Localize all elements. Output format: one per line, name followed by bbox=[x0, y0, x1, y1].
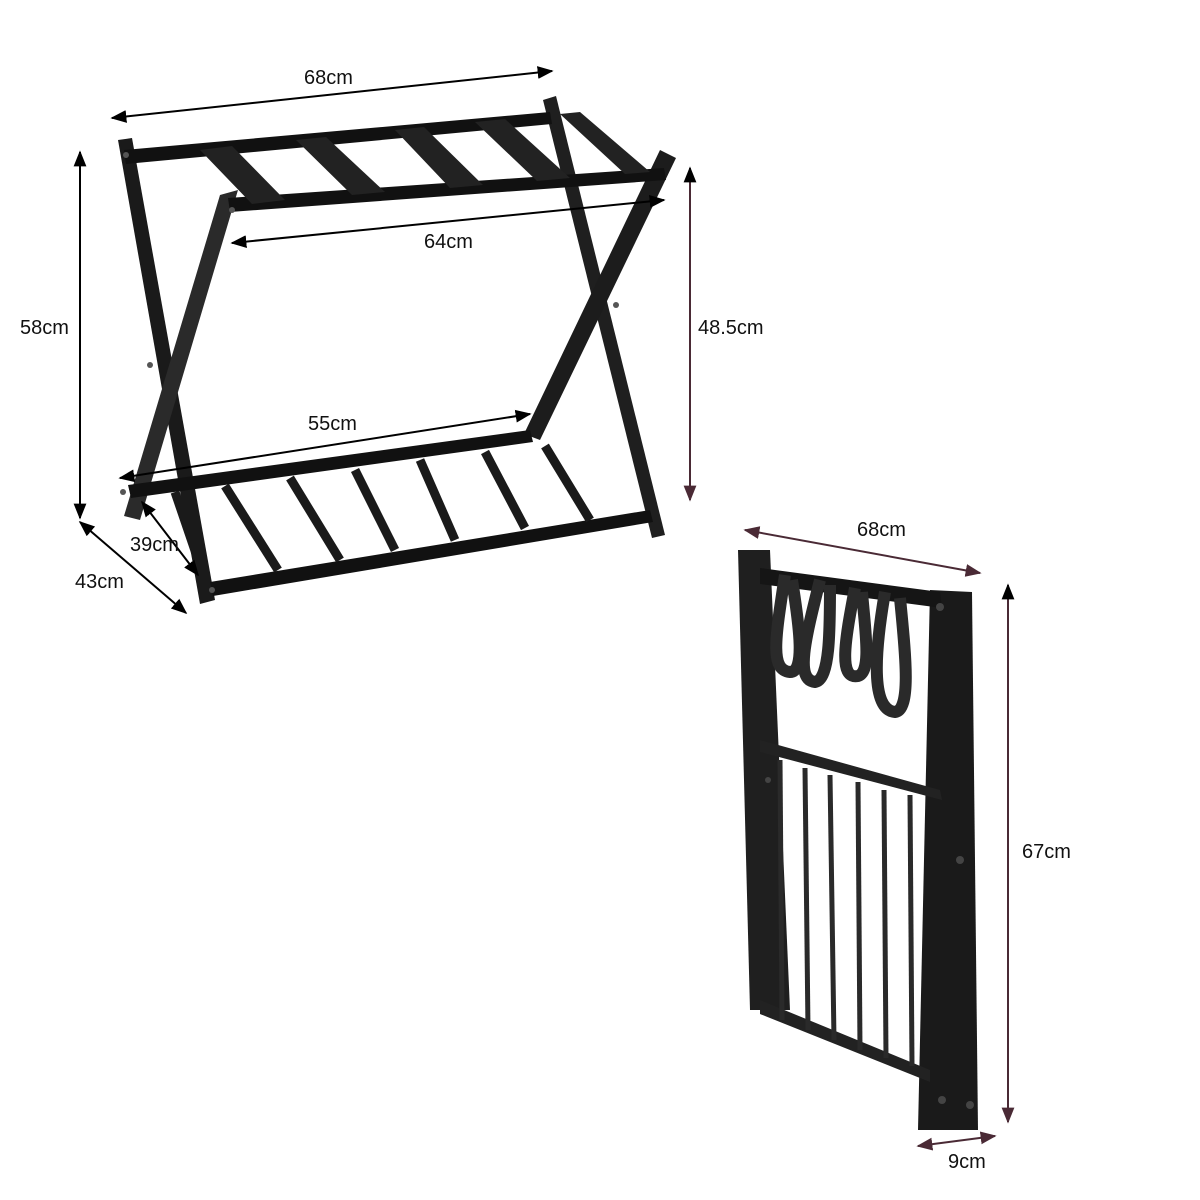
arrow-68cm-top bbox=[110, 66, 554, 123]
arrow-55cm bbox=[118, 409, 532, 483]
folded-top-rail bbox=[760, 740, 942, 800]
label-folded-width: 68cm bbox=[857, 519, 906, 541]
top-straps bbox=[200, 112, 650, 204]
arrow-9cm bbox=[916, 1131, 997, 1151]
arrow-68cm-folded bbox=[743, 526, 982, 577]
folded-slats bbox=[777, 759, 915, 1067]
folded-right-frame bbox=[918, 590, 978, 1130]
label-shelf-depth: 39cm bbox=[130, 534, 179, 556]
unfolded-rack bbox=[118, 96, 676, 604]
front-right-leg bbox=[524, 150, 676, 440]
folded-dimension-arrows bbox=[743, 526, 1015, 1151]
hanging-straps bbox=[770, 574, 912, 719]
folded-rack bbox=[738, 550, 978, 1130]
label-top-width: 68cm bbox=[304, 67, 353, 89]
label-base-depth: 43cm bbox=[75, 571, 124, 593]
label-strap-height: 48.5cm bbox=[698, 317, 764, 339]
folded-bottom-rail bbox=[760, 1000, 930, 1082]
folded-left-frame bbox=[738, 550, 790, 1010]
bottom-front-bar bbox=[210, 510, 653, 596]
arrow-43cm bbox=[78, 520, 188, 615]
arrow-64cm bbox=[230, 195, 666, 248]
unfolded-dimension-arrows bbox=[73, 66, 697, 615]
label-folded-height: 67cm bbox=[1022, 841, 1071, 863]
label-overall-height: 58cm bbox=[20, 317, 69, 339]
label-bottom-shelf-width: 55cm bbox=[308, 413, 357, 435]
label-folded-depth: 9cm bbox=[948, 1151, 986, 1173]
label-top-bar-width: 64cm bbox=[424, 231, 473, 253]
